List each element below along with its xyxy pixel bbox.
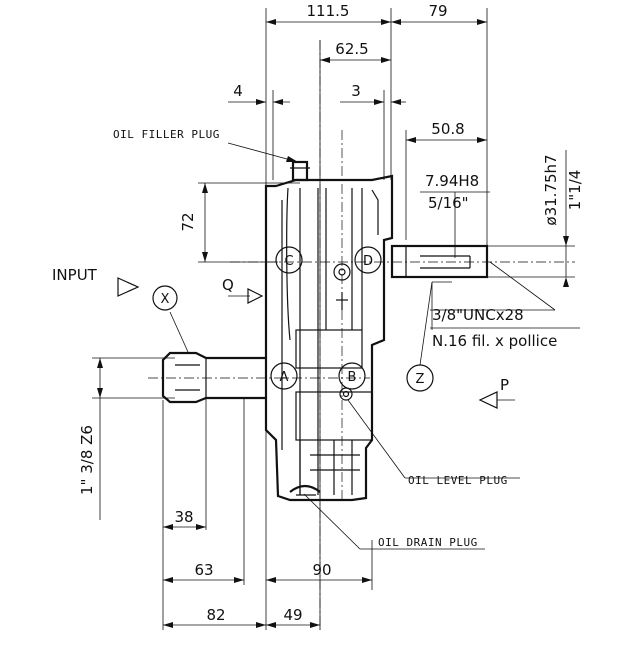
dim-7-94: 7.94H8	[425, 172, 479, 190]
callout-labels: OIL FILLER PLUG OIL LEVEL PLUG OIL DRAIN…	[52, 128, 557, 549]
marker-p: P	[500, 376, 509, 394]
marker-b: B	[348, 370, 357, 385]
dim-1-1-4: 1"1/4	[566, 170, 584, 211]
dim-63: 63	[194, 561, 213, 579]
oil-level-plug-label: OIL LEVEL PLUG	[408, 474, 508, 487]
marker-d: D	[363, 254, 373, 269]
dim-90: 90	[312, 561, 331, 579]
flow-arrows	[117, 277, 515, 409]
circled-markers	[152, 246, 434, 392]
thread-spec-1: 3/8"UNCx28	[432, 306, 524, 324]
marker-a: A	[280, 370, 289, 385]
dim-4: 4	[233, 82, 243, 100]
dim-50-8: 50.8	[431, 120, 464, 138]
leader-lines	[169, 142, 580, 550]
pump-body	[161, 160, 489, 502]
dim-79: 79	[428, 2, 447, 20]
dim-1-3-8: 1" 3/8 Z6	[78, 425, 96, 495]
input-label: INPUT	[52, 266, 98, 284]
dim-62-5: 62.5	[335, 40, 368, 58]
oil-filler-plug-label: OIL FILLER PLUG	[113, 128, 220, 141]
dim-82: 82	[206, 606, 225, 624]
dimension-lines	[97, 19, 569, 628]
dim-3: 3	[351, 82, 361, 100]
oil-drain-plug-label: OIL DRAIN PLUG	[378, 536, 478, 549]
dim-72: 72	[179, 212, 197, 231]
thread-spec-2: N.16 fil. x pollice	[432, 332, 557, 350]
dim-111-5: 111.5	[307, 2, 350, 20]
dim-49: 49	[283, 606, 302, 624]
center-lines	[148, 40, 575, 630]
dimension-labels: 111.5 79 62.5 4 3 50.8 72 7.94H8 5/16" ø…	[78, 2, 584, 624]
marker-x: X	[161, 292, 170, 307]
dim-5-16: 5/16"	[428, 194, 469, 212]
marker-c: C	[284, 254, 293, 269]
marker-labels: X Z Q P A B C D	[161, 254, 510, 394]
dim-38: 38	[174, 508, 193, 526]
marker-q: Q	[222, 276, 234, 294]
dim-31-75: ø31.75h7	[542, 154, 560, 225]
marker-z: Z	[416, 372, 425, 387]
